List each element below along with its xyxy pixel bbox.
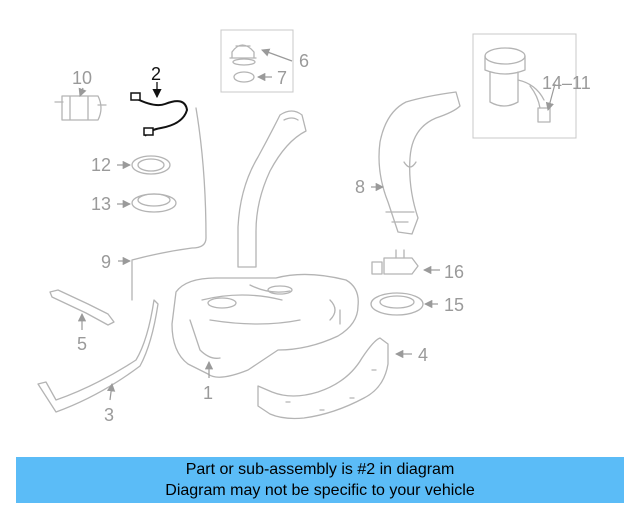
part-9-fuel-line: 9: [101, 107, 207, 301]
part-16-sender: 16: [371, 249, 464, 282]
callout-12: 12: [91, 155, 111, 175]
part-12-lock-ring: 12: [91, 155, 171, 175]
callout-7: 7: [277, 68, 287, 88]
banner-line-1: Part or sub-assembly is #2 in diagram: [185, 461, 455, 478]
part-3-tank-strap: 3: [37, 299, 159, 425]
part-4-heat-shield: 4: [257, 337, 428, 420]
callout-4: 4: [418, 345, 428, 365]
callout-5: 5: [77, 334, 87, 354]
part-10-fuel-filter: 10: [54, 68, 107, 121]
parts-diagram: 6 7 14–11 10 2 9 12: [37, 29, 591, 425]
part-6-filler-cap-group: 6 7: [220, 29, 309, 93]
callout-10: 10: [72, 68, 92, 88]
callout-8: 8: [355, 177, 365, 197]
part-2-wire-harness: 2: [130, 64, 189, 137]
part-1-fuel-tank: 1: [171, 110, 359, 403]
callout-13: 13: [91, 194, 111, 214]
callout-14-11: 14–11: [542, 73, 591, 93]
callout-6: 6: [299, 51, 309, 71]
part-13-seal: 13: [91, 193, 177, 214]
callout-3: 3: [104, 405, 114, 425]
callout-16: 16: [444, 262, 464, 282]
info-banner: Part or sub-assembly is #2 in diagram Di…: [16, 457, 624, 503]
part-8-filler-pipe: 8: [355, 91, 461, 235]
callout-9: 9: [101, 252, 111, 272]
part-5-bracket: 5: [49, 289, 115, 354]
callout-2: 2: [151, 64, 161, 84]
banner-line-2: Diagram may not be specific to your vehi…: [165, 482, 475, 499]
callout-15: 15: [444, 295, 464, 315]
part-15-lock-ring: 15: [370, 292, 464, 316]
part-14-11-pump-group: 14–11: [472, 33, 591, 139]
callout-1: 1: [203, 383, 213, 403]
